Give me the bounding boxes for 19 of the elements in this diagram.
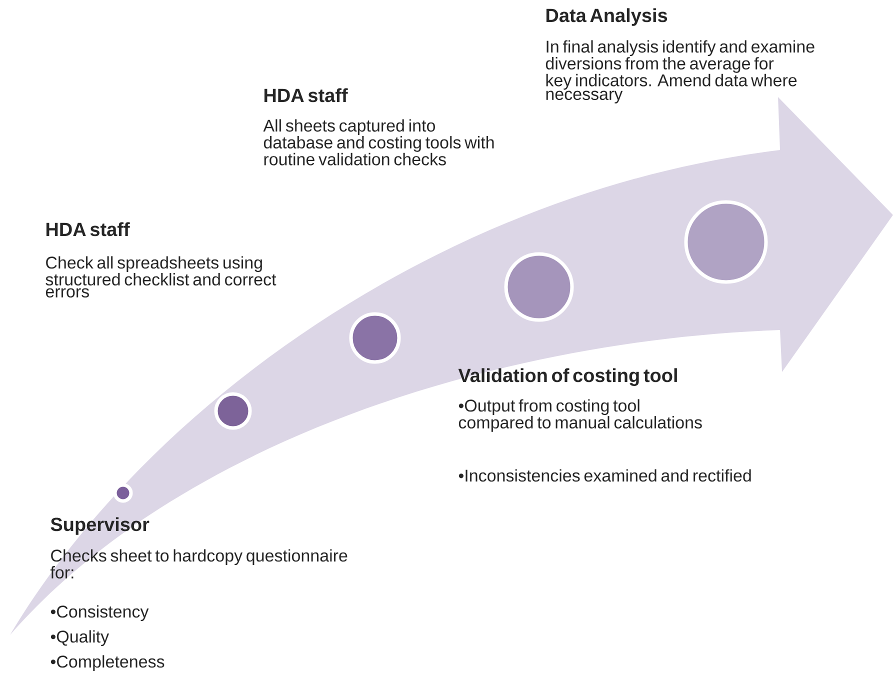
bullet-item: •Inconsistencies examined and rectified [458, 469, 751, 482]
step-description: Checks sheet to hardcopy questionnaire for: [50, 549, 348, 579]
step-circle [113, 483, 133, 503]
step-heading: HDA staff [264, 88, 348, 102]
step-heading: Validation of costing tool [458, 368, 677, 386]
step-heading: Supervisor [50, 517, 150, 535]
step-circle [504, 252, 574, 322]
bullet-item: •Output from costing tool compared to manual calculations [458, 399, 702, 432]
step-description: Check all spreadsheets using structured checklist and correct errors [46, 256, 276, 298]
step-description: All sheets captured into database and costing tools with routine validation checks [263, 119, 494, 166]
step-circle [684, 200, 768, 284]
step-heading: Data Analysis [546, 8, 668, 26]
bullet-item: •Quality [50, 630, 110, 646]
bullet-item: •Completeness [50, 655, 164, 672]
step-circle [214, 392, 252, 430]
bullet-item: •Consistency [50, 605, 149, 622]
step-circle [349, 312, 401, 364]
step-description: In final analysis identify and examine diversions from the average for key indicators. Amend data where necessary [546, 40, 814, 104]
step-heading: HDA staff [46, 222, 130, 236]
